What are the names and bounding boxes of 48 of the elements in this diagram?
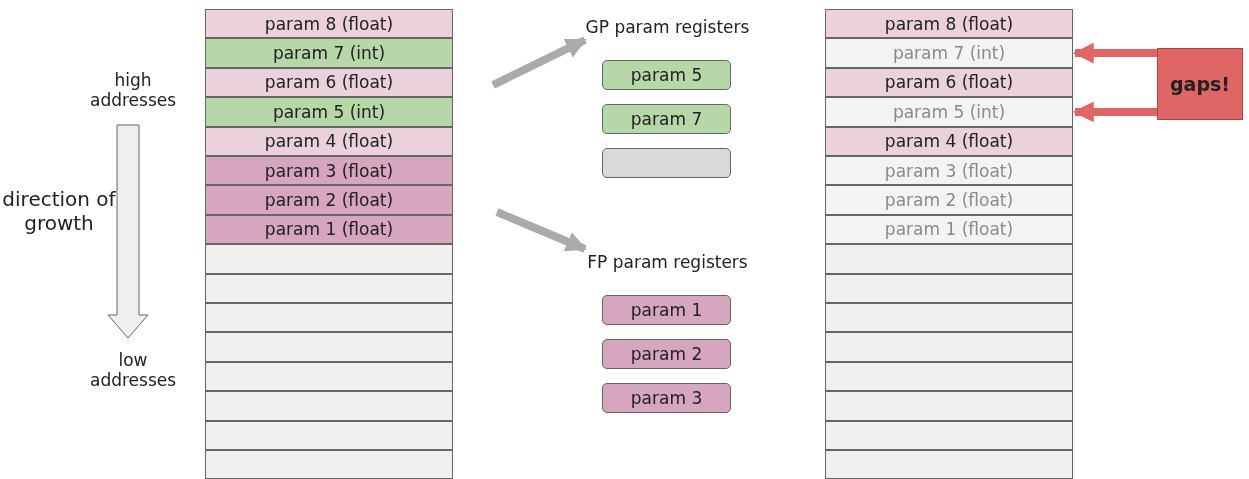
register-box: param 3: [602, 383, 731, 413]
stack-slot: [205, 273, 453, 303]
stack-slot: [825, 391, 1073, 421]
stack-slot: [205, 244, 453, 274]
register-heading: FP param registers: [585, 249, 750, 275]
arrow: [1072, 101, 1157, 123]
stack-slot: param 5 (int): [825, 97, 1073, 127]
stack-slot: param 8 (float): [205, 9, 453, 39]
stack-slot: [205, 303, 453, 333]
register-box: [602, 148, 731, 178]
stack-slot: [205, 391, 453, 421]
stack-slot: param 1 (float): [205, 214, 453, 245]
register-box: param 5: [602, 60, 731, 90]
stack-slot: [825, 420, 1073, 450]
register-box: param 7: [602, 104, 731, 134]
stack-slot: [205, 361, 453, 392]
stack-slot: [205, 332, 453, 362]
stack-slot: [205, 450, 453, 479]
register-box: param 2: [602, 339, 731, 369]
stack-slot: [825, 332, 1073, 362]
address-label: high addresses: [90, 70, 176, 110]
growth-label: direction of growth: [1, 187, 117, 235]
register-heading: GP param registers: [585, 14, 750, 40]
address-label: low addresses: [90, 350, 176, 390]
arrow: [495, 208, 587, 253]
stack-slot: [825, 244, 1073, 274]
stack-slot: param 6 (float): [825, 67, 1073, 98]
stack-slot: [825, 361, 1073, 392]
stack-slot: param 8 (float): [825, 9, 1073, 39]
stack-slot: param 5 (int): [205, 97, 453, 127]
stack-slot: [825, 273, 1073, 303]
stack-slot: param 2 (float): [205, 185, 453, 215]
stack-slot: [825, 450, 1073, 479]
stack-slot: [205, 420, 453, 450]
stack-slot: param 1 (float): [825, 214, 1073, 245]
stack-slot: param 2 (float): [825, 185, 1073, 215]
stack-slot: param 4 (float): [825, 126, 1073, 156]
stack-slot: param 3 (float): [205, 156, 453, 186]
stack-slot: param 3 (float): [825, 156, 1073, 186]
arrow: [491, 36, 587, 89]
stack-slot: param 7 (int): [825, 38, 1073, 68]
arrow: [1072, 42, 1157, 64]
stack-slot: param 7 (int): [205, 38, 453, 68]
stack-slot: param 6 (float): [205, 67, 453, 98]
register-box: param 1: [602, 295, 731, 325]
stack-slot: param 4 (float): [205, 126, 453, 156]
stack-slot: [825, 303, 1073, 333]
callout-box: gaps!: [1157, 48, 1243, 120]
